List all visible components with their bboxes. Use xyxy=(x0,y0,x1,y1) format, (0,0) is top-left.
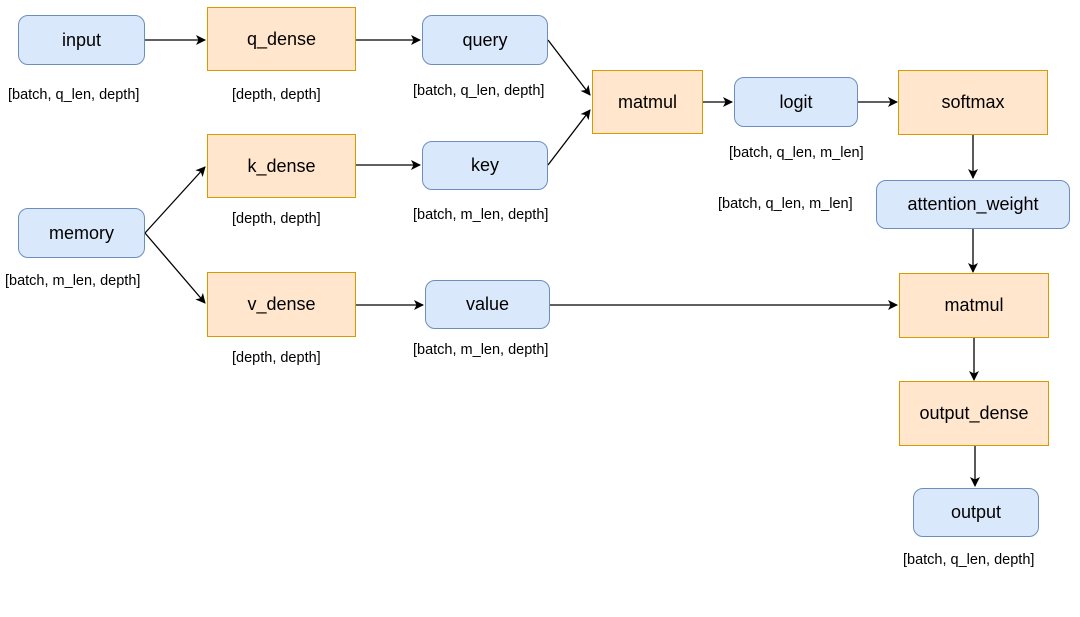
edge-query-to-matmul xyxy=(547,39,591,96)
matmul-2-node[interactable]: matmul xyxy=(899,273,1049,338)
q-dense-shape-label: [depth, depth] xyxy=(232,87,321,103)
input-node[interactable]: input xyxy=(18,15,145,65)
logit-shape-label: [batch, q_len, m_len] xyxy=(729,145,864,161)
key-shape-label: [batch, m_len, depth] xyxy=(413,207,549,223)
value-node[interactable]: value xyxy=(425,280,550,329)
v-dense-node[interactable]: v_dense xyxy=(207,272,356,337)
output-node[interactable]: output xyxy=(913,488,1039,537)
v-dense-shape-label: [depth, depth] xyxy=(232,350,321,366)
edge-memory-to-v-dense xyxy=(144,232,206,304)
attention-weight-shape-label: [batch, q_len, m_len] xyxy=(718,196,853,212)
q-dense-node[interactable]: q_dense xyxy=(207,7,356,71)
edge-memory-to-k-dense xyxy=(144,166,206,234)
memory-node[interactable]: memory xyxy=(18,208,145,258)
query-node[interactable]: query xyxy=(422,15,548,65)
output-shape-label: [batch, q_len, depth] xyxy=(903,552,1035,568)
attention-weight-node[interactable]: attention_weight xyxy=(876,180,1070,229)
output-dense-node[interactable]: output_dense xyxy=(899,381,1049,446)
memory-shape-label: [batch, m_len, depth] xyxy=(5,273,141,289)
k-dense-shape-label: [depth, depth] xyxy=(232,211,321,227)
value-shape-label: [batch, m_len, depth] xyxy=(413,342,549,358)
edge-key-to-matmul xyxy=(547,109,591,166)
query-shape-label: [batch, q_len, depth] xyxy=(413,83,545,99)
k-dense-node[interactable]: k_dense xyxy=(207,134,356,198)
key-node[interactable]: key xyxy=(422,141,548,190)
matmul-node[interactable]: matmul xyxy=(592,70,703,134)
logit-node[interactable]: logit xyxy=(734,77,858,127)
softmax-node[interactable]: softmax xyxy=(898,70,1048,135)
input-shape-label: [batch, q_len, depth] xyxy=(8,87,140,103)
